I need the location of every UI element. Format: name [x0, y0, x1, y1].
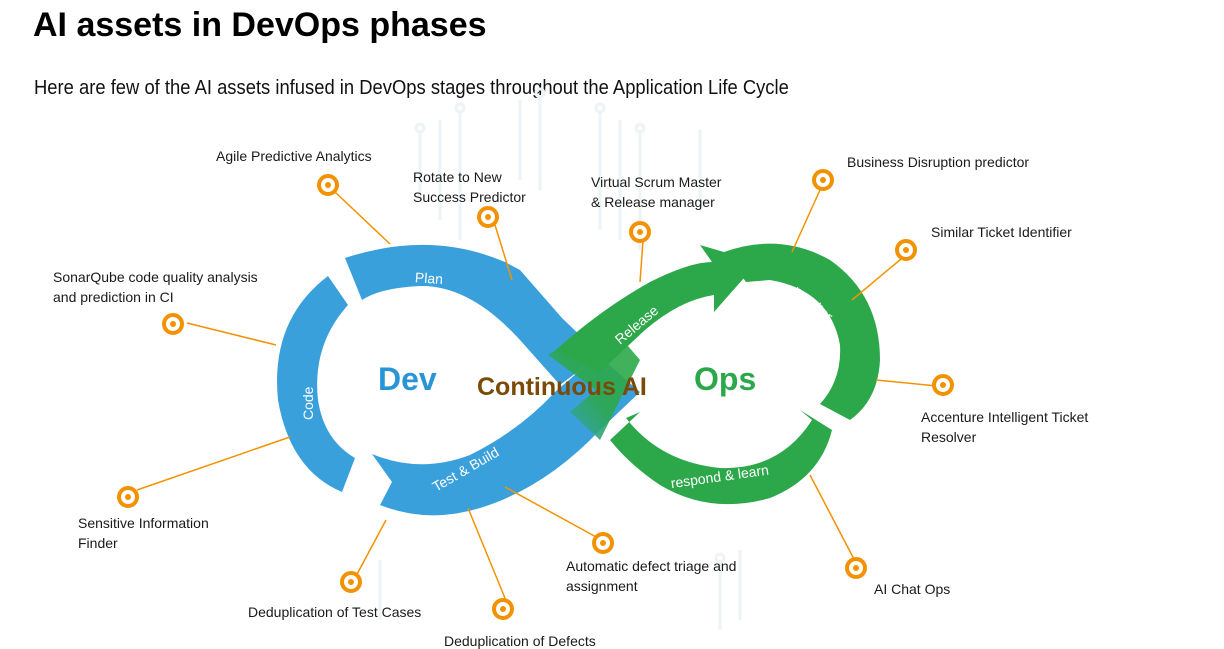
asset-deduplication-defects: Deduplication of Defects — [444, 633, 596, 649]
asset-line: and prediction in CI — [53, 289, 174, 305]
dev-label: Dev — [378, 361, 437, 397]
node-icon — [317, 174, 339, 196]
asset-sonarqube: SonarQube code quality analysis and pred… — [53, 267, 258, 307]
page-title: AI assets in DevOps phases — [33, 6, 487, 44]
asset-agile-predictive-analytics: Agile Predictive Analytics — [216, 148, 372, 164]
asset-line: Accenture Intelligent Ticket — [921, 409, 1089, 425]
node-icon — [812, 169, 834, 191]
phase-code: Code — [300, 386, 316, 420]
asset-line: Success Predictor — [413, 189, 526, 205]
page-subtitle: Here are few of the AI assets infused in… — [34, 77, 789, 99]
asset-rotate-to-new-success-predictor: Rotate to New Success Predictor — [413, 167, 526, 207]
circuit-background — [378, 87, 742, 630]
monitor-segment — [724, 243, 880, 420]
node-icon — [592, 532, 614, 554]
asset-ai-chat-ops: AI Chat Ops — [874, 581, 951, 597]
center-crossing — [548, 325, 640, 440]
asset-line: & Release manager — [591, 194, 715, 210]
node-icon — [492, 598, 514, 620]
asset-sensitive-information-finder: Sensitive Information Finder — [78, 513, 209, 553]
asset-line: SonarQube code quality analysis — [53, 269, 258, 285]
asset-line: Finder — [78, 535, 118, 551]
asset-accenture-ticket-resolver: Accenture Intelligent Ticket Resolver — [921, 407, 1088, 447]
asset-line: Sensitive Information — [78, 515, 209, 531]
node-icon — [629, 221, 651, 243]
respond-learn-segment — [610, 410, 832, 505]
node-icon — [895, 239, 917, 261]
node-icon — [162, 313, 184, 335]
dev-loop — [277, 244, 640, 516]
test-build-segment — [372, 355, 640, 516]
ops-label: Ops — [694, 361, 756, 397]
asset-line: assignment — [566, 578, 638, 594]
asset-line: Virtual Scrum Master — [591, 174, 722, 190]
asset-virtual-scrum-master: Virtual Scrum Master & Release manager — [591, 172, 721, 212]
phase-plan: Plan — [414, 269, 443, 287]
asset-deduplication-test-cases: Deduplication of Test Cases — [248, 604, 422, 620]
node-icon — [117, 486, 139, 508]
asset-line: Automatic defect triage and — [566, 558, 737, 574]
connector-lines — [136, 189, 938, 604]
node-icon — [932, 374, 954, 396]
asset-business-disruption-predictor: Business Disruption predictor — [847, 154, 1030, 170]
asset-automatic-defect-triage: Automatic defect triage and assignment — [566, 556, 736, 596]
asset-line: Rotate to New — [413, 169, 502, 185]
plan-segment — [345, 244, 600, 385]
asset-similar-ticket-identifier: Similar Ticket Identifier — [931, 224, 1072, 240]
node-icon — [340, 571, 362, 593]
center-label: Continuous AI — [477, 373, 647, 401]
asset-line: Resolver — [921, 429, 977, 445]
node-icon — [845, 557, 867, 579]
node-icon — [477, 206, 499, 228]
code-segment — [277, 276, 355, 492]
